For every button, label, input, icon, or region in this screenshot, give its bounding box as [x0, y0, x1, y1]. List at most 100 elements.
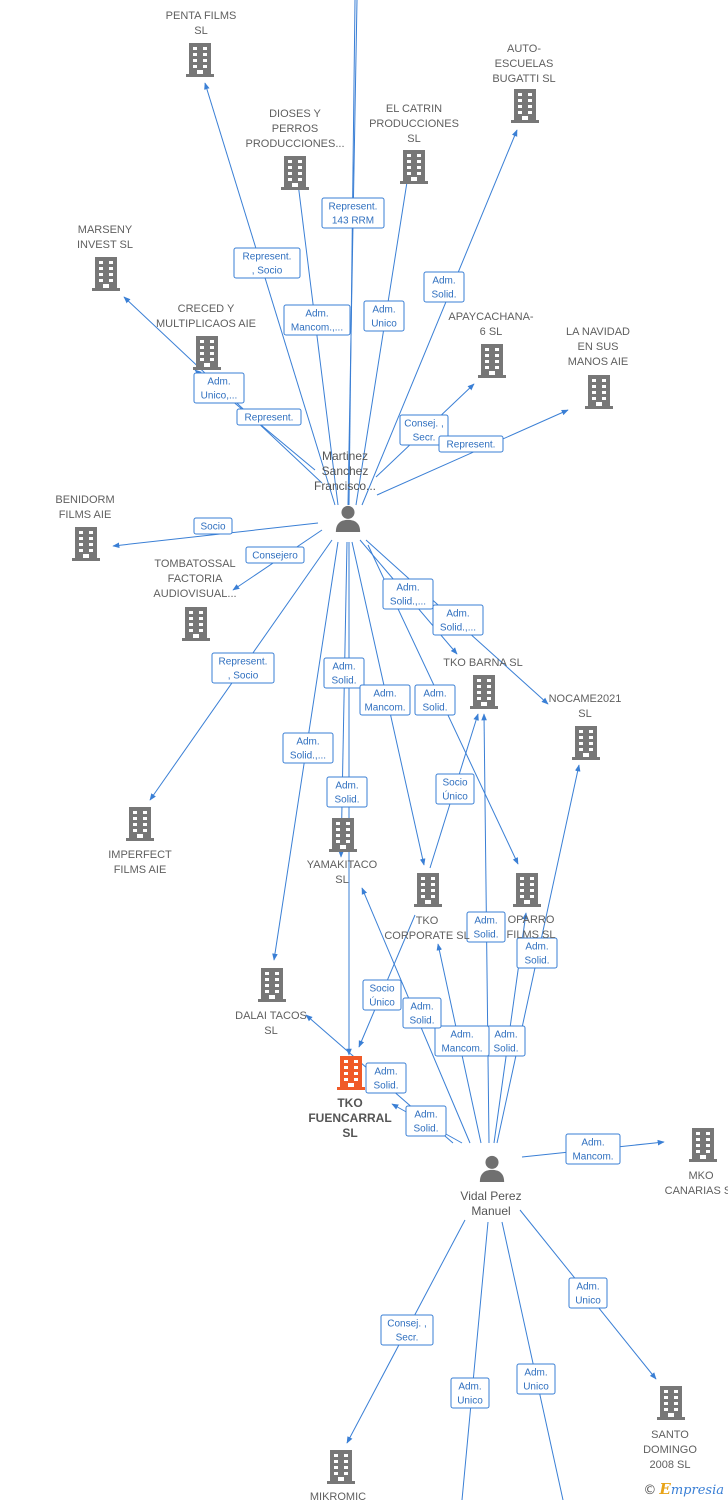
edge-label-v-tkobarna[interactable]: Adm.Solid.: [466, 911, 506, 943]
edge-label-text: Adm.: [432, 276, 455, 287]
edge-label-text: Adm.: [525, 942, 548, 953]
edge-label-text: Represent.: [329, 202, 378, 213]
edge-label-text: Adm.: [450, 1030, 473, 1041]
edge-label-text: Unico: [371, 319, 397, 330]
edge-label-rrm[interactable]: Represent.143 RRM: [321, 197, 385, 229]
edge-label-m-fuencarral[interactable]: Adm.Solid.: [326, 776, 368, 808]
edge-label-text: Unico: [523, 1382, 549, 1393]
edge-label-text: Solid.: [422, 703, 447, 714]
node-label: FILMS AIE: [59, 509, 112, 521]
edge-label-m-oparro[interactable]: Adm.Solid.: [414, 684, 456, 716]
edge-label-v-mko[interactable]: Adm.Mancom.: [565, 1133, 621, 1165]
node-label: SL: [335, 874, 348, 886]
company-node-benidorm[interactable]: BENIDORM FILMS AIE: [55, 494, 115, 561]
edge-label-text: Adm.: [332, 662, 355, 673]
edge-label-m-nocame[interactable]: Adm.Solid.,...: [432, 604, 484, 636]
edge-penta: [204, 82, 336, 506]
edge-catrin: [355, 162, 412, 506]
edge-label-text: Adm.: [414, 1110, 437, 1121]
edge-label-v-down1[interactable]: Adm.Unico: [450, 1377, 490, 1409]
node-label: YAMAKITACO: [307, 859, 378, 871]
edge-label-penta[interactable]: Represent., Socio: [233, 247, 301, 279]
edge-label-text: Adm.: [335, 781, 358, 792]
edge-rrm: [348, 0, 356, 506]
edge-label-marseny[interactable]: Represent.: [236, 408, 302, 426]
company-node-tkobarna[interactable]: TKO BARNA SL: [443, 657, 523, 709]
node-label: SL: [407, 133, 420, 145]
company-node-yamakitaco[interactable]: YAMAKITACO SL: [307, 818, 378, 886]
node-label: EN SUS: [578, 341, 619, 353]
node-label: TKO: [337, 1096, 362, 1110]
building-icon: [281, 156, 309, 190]
node-label: ESCUELAS: [495, 58, 554, 70]
edge-label-m-yamakitaco[interactable]: Adm. Solid.: [323, 657, 365, 689]
edge-label-text: Represent.: [245, 413, 294, 424]
node-label: Sanchez: [322, 464, 369, 478]
company-node-dioses[interactable]: DIOSES YPERROSPRODUCCIONES...: [245, 108, 345, 190]
edge-label-dioses[interactable]: Adm.Mancom.,...: [283, 304, 351, 336]
edge-label-text: Adm.: [373, 689, 396, 700]
company-node-mikromic[interactable]: MIKROMIC: [310, 1450, 366, 1500]
edge-label-text: Adm.: [296, 737, 319, 748]
edge-label-text: Adm.: [576, 1282, 599, 1293]
edge-labels-layer: Represent., SocioAdm.Mancom.,...Represen…: [193, 197, 621, 1409]
edge-label-text: Adm.: [374, 1067, 397, 1078]
edge-label-benidorm[interactable]: Socio: [193, 517, 233, 535]
edge-label-text: Adm.: [207, 377, 230, 388]
edge-label-m-dalai[interactable]: Adm.Solid.,...: [282, 732, 334, 764]
edge-label-apay[interactable]: Consej. ,Secr.: [399, 414, 449, 446]
edge-label-v-down2[interactable]: Adm.Unico: [516, 1363, 556, 1395]
edge-label-m-tkocorp[interactable]: Adm.Mancom.: [359, 684, 411, 716]
node-label: PENTA FILMS: [166, 10, 237, 22]
edge-label-v-yamakitaco[interactable]: Adm.Solid.: [365, 1062, 407, 1094]
edge-label-navidad[interactable]: Represent.: [438, 435, 504, 453]
edge-label-v-dalai[interactable]: Adm.Solid.: [402, 997, 442, 1029]
edge-label-v-fuencarral[interactable]: Adm.Solid.: [405, 1105, 447, 1137]
building-icon: [511, 89, 539, 123]
node-label: Martinez: [322, 449, 368, 463]
brand-name: mpresia: [670, 1483, 724, 1498]
edge-label-v-nocame[interactable]: Adm.Solid.: [486, 1025, 526, 1057]
edge-label-text: , Socio: [228, 671, 259, 682]
node-label: MANOS AIE: [568, 356, 629, 368]
node-label: FACTORIA: [168, 573, 223, 585]
node-label: SL: [342, 1126, 357, 1140]
edge-label-v-santo[interactable]: Adm.Unico: [568, 1277, 608, 1309]
edge-label-v-tkocorp[interactable]: Adm.Mancom.: [434, 1025, 490, 1057]
edge-label-text: Solid.: [331, 676, 356, 687]
node-label: CRECED Y: [178, 303, 235, 315]
edge-label-catrin[interactable]: Adm.Unico: [363, 300, 405, 332]
edge-label-text: Solid.: [493, 1044, 518, 1055]
company-node-apaycachana[interactable]: APAYCACHANA-6 SL: [448, 311, 534, 378]
edge-label-v-mikromic[interactable]: Consej. ,Secr.: [380, 1314, 434, 1346]
company-node-penta[interactable]: PENTA FILMS SL: [166, 10, 237, 77]
building-icon: [572, 726, 600, 760]
edge-label-tomba[interactable]: Consejero: [245, 546, 305, 564]
company-node-tombatossal[interactable]: TOMBATOSSALFACTORIAAUDIOVISUAL...: [153, 558, 237, 641]
building-icon: [689, 1128, 717, 1162]
edge-label-v-oparro[interactable]: Adm.Solid.: [516, 937, 558, 969]
edge-label-m-tkobarna[interactable]: Adm.Solid.,...: [382, 578, 434, 610]
person-node-martinez[interactable]: MartinezSanchezFrancisco...: [314, 449, 376, 532]
edge-label-creced[interactable]: Adm.Unico,...: [193, 372, 245, 404]
node-label: BENIDORM: [55, 494, 114, 506]
edge-label-auto[interactable]: Adm.Solid.: [423, 271, 465, 303]
node-label: SL: [194, 25, 207, 37]
edge-label-imperfect[interactable]: Represent., Socio: [211, 652, 275, 684]
